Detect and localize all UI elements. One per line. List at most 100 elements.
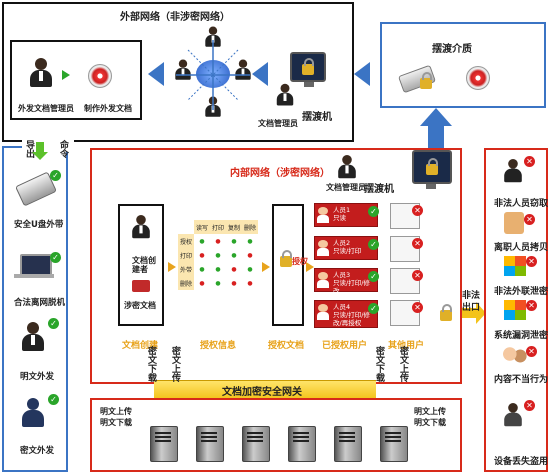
ciphertext-guard-icon <box>20 398 46 428</box>
arrow-left-1-icon <box>148 62 164 86</box>
threat-2-label: 离职人员拷贝 <box>493 243 548 253</box>
flow-arrow-3-icon <box>306 262 314 272</box>
external-admin-label: 文档管理员 <box>258 119 298 128</box>
usb-lock-icon <box>420 72 432 89</box>
sender-admin-label: 外发文档管理员 <box>18 104 74 113</box>
arrow-left-3-icon <box>354 62 370 86</box>
server-5-icon <box>334 426 362 462</box>
user-4-icon <box>317 304 329 320</box>
user-row-1: 人员1 只读 <box>314 203 378 227</box>
threat-5-label: 内容不当行为 <box>493 375 548 385</box>
internal-admin-icon <box>337 155 358 179</box>
auth-doc-box <box>272 204 304 326</box>
make-outbound-doc-label: 制作外发文档 <box>84 104 132 113</box>
check-1-icon: ✓ <box>50 170 61 181</box>
user-4-perm: 只读/打印/修改/再授权 <box>333 311 370 327</box>
stage-label-3: 授权文档 <box>268 341 305 351</box>
ferry-disc-icon <box>466 66 490 90</box>
illegal-out-arrow-icon <box>462 308 478 318</box>
export-item-4: 密文外发 <box>20 446 55 456</box>
network-links-icon <box>176 40 250 110</box>
other-user-2 <box>390 236 420 262</box>
export-item-1: 安全U盘外带 <box>14 220 64 230</box>
gateway-left-up: 密文上传 <box>170 346 180 382</box>
grid-header-2: 打印 <box>210 220 226 234</box>
grid-row-1: 授权 <box>178 234 194 248</box>
threat-6-cross-icon: ✕ <box>524 400 535 411</box>
export-label-1: 导出 <box>24 140 34 158</box>
gateway-left-down: 密文下载 <box>146 346 156 382</box>
user-2-icon <box>317 240 329 256</box>
internal-admin-label: 文档管理员 <box>326 183 366 192</box>
server-left-label: 明文上传 明文下载 <box>100 407 132 427</box>
illegal-out-doc-icon <box>440 304 452 321</box>
user-4-name: 人员4 <box>333 303 351 311</box>
user-row-4: 人员4 只读/打印/修改/再授权 <box>314 300 378 328</box>
threat-3-cross-icon: ✕ <box>526 256 537 267</box>
threat-6-label: 设备丢失盗用 <box>493 457 548 467</box>
server-right-label: 明文上传 明文下载 <box>414 407 446 427</box>
export-item-2: 合法离网脱机 <box>14 298 66 308</box>
laptop-icon <box>20 254 52 276</box>
auth-label: 授权 <box>292 257 308 266</box>
illegal-out-label: 非法出口 <box>462 291 481 313</box>
grid-row-2: 打印 <box>178 248 194 262</box>
stage-label-1: 文档创建 <box>122 341 159 351</box>
grid-row-3: 外带 <box>178 262 194 276</box>
user-3-name: 人员3 <box>333 271 351 279</box>
threat-4-icon <box>504 300 526 320</box>
threat-6-icon <box>503 403 524 427</box>
grid-header-1: 读写 <box>194 220 210 234</box>
user-3-perm: 只读/打印/修改 <box>333 279 370 295</box>
arrow-up-icon <box>420 108 452 126</box>
internal-ferry-lock-icon <box>426 158 438 175</box>
hub-user-left-icon <box>174 59 192 81</box>
other-user-4-cross-icon: ✕ <box>412 302 423 313</box>
other-user-1-cross-icon: ✕ <box>412 205 423 216</box>
laptop-base-icon <box>14 274 54 278</box>
threats-panel <box>484 148 548 472</box>
user-1-perm: 只读 <box>333 214 346 222</box>
hub-user-right-icon <box>234 59 252 81</box>
creator-box <box>118 204 164 326</box>
arrow-green-icon <box>62 70 70 80</box>
server-4-icon <box>288 426 316 462</box>
secret-doc-label: 涉密文档 <box>124 301 156 310</box>
plaintext-user-icon <box>20 322 46 352</box>
user-2-perm: 只读/打印 <box>333 247 362 255</box>
threat-5-cross-icon: ✕ <box>526 346 537 357</box>
illegal-out-arrowhead-icon <box>476 302 486 324</box>
server-1-icon <box>150 426 178 462</box>
external-ferry-lock-icon <box>302 58 314 75</box>
check-2-icon: ✓ <box>50 252 61 263</box>
creator-icon <box>131 215 152 239</box>
check-4-icon: ✓ <box>48 394 59 405</box>
threat-3-label: 非法外联泄密 <box>493 287 548 297</box>
ferry-media-title: 摆渡介质 <box>432 44 472 55</box>
server-3-icon <box>242 426 270 462</box>
user-2-check-icon: ✓ <box>368 239 379 250</box>
server-6-icon <box>380 426 408 462</box>
user-row-3: 人员3 只读/打印/修改 <box>314 268 378 295</box>
threat-1-icon <box>503 159 524 183</box>
export-label-2: 命令 <box>58 140 68 158</box>
creator-label: 文档创建者 <box>132 256 156 274</box>
external-network-panel <box>2 2 354 142</box>
threat-2-cross-icon: ✕ <box>524 214 535 225</box>
user-2-name: 人员2 <box>333 239 351 247</box>
threat-1-cross-icon: ✕ <box>524 156 535 167</box>
server-2-icon <box>196 426 224 462</box>
user-1-icon <box>317 207 329 223</box>
outbound-doc-icon <box>88 64 112 88</box>
threat-4-label: 系统漏洞泄密 <box>493 331 548 341</box>
user-3-check-icon: ✓ <box>368 271 379 282</box>
flow-arrow-1-icon <box>168 262 176 272</box>
auth-grid: 读写 打印 复制 删除 授权 ●●●● 打印 ●●●● 外带 ●●●● 删除 ●… <box>178 220 258 290</box>
stage-label-5: 其他用户 <box>388 341 425 351</box>
arrow-left-2-icon <box>252 62 268 86</box>
threat-3-icon <box>504 256 526 276</box>
gateway-right-up: 密文上传 <box>398 346 408 382</box>
sender-admin-icon <box>28 58 54 88</box>
threat-5-icon <box>502 346 528 366</box>
export-top-tab <box>22 140 74 152</box>
